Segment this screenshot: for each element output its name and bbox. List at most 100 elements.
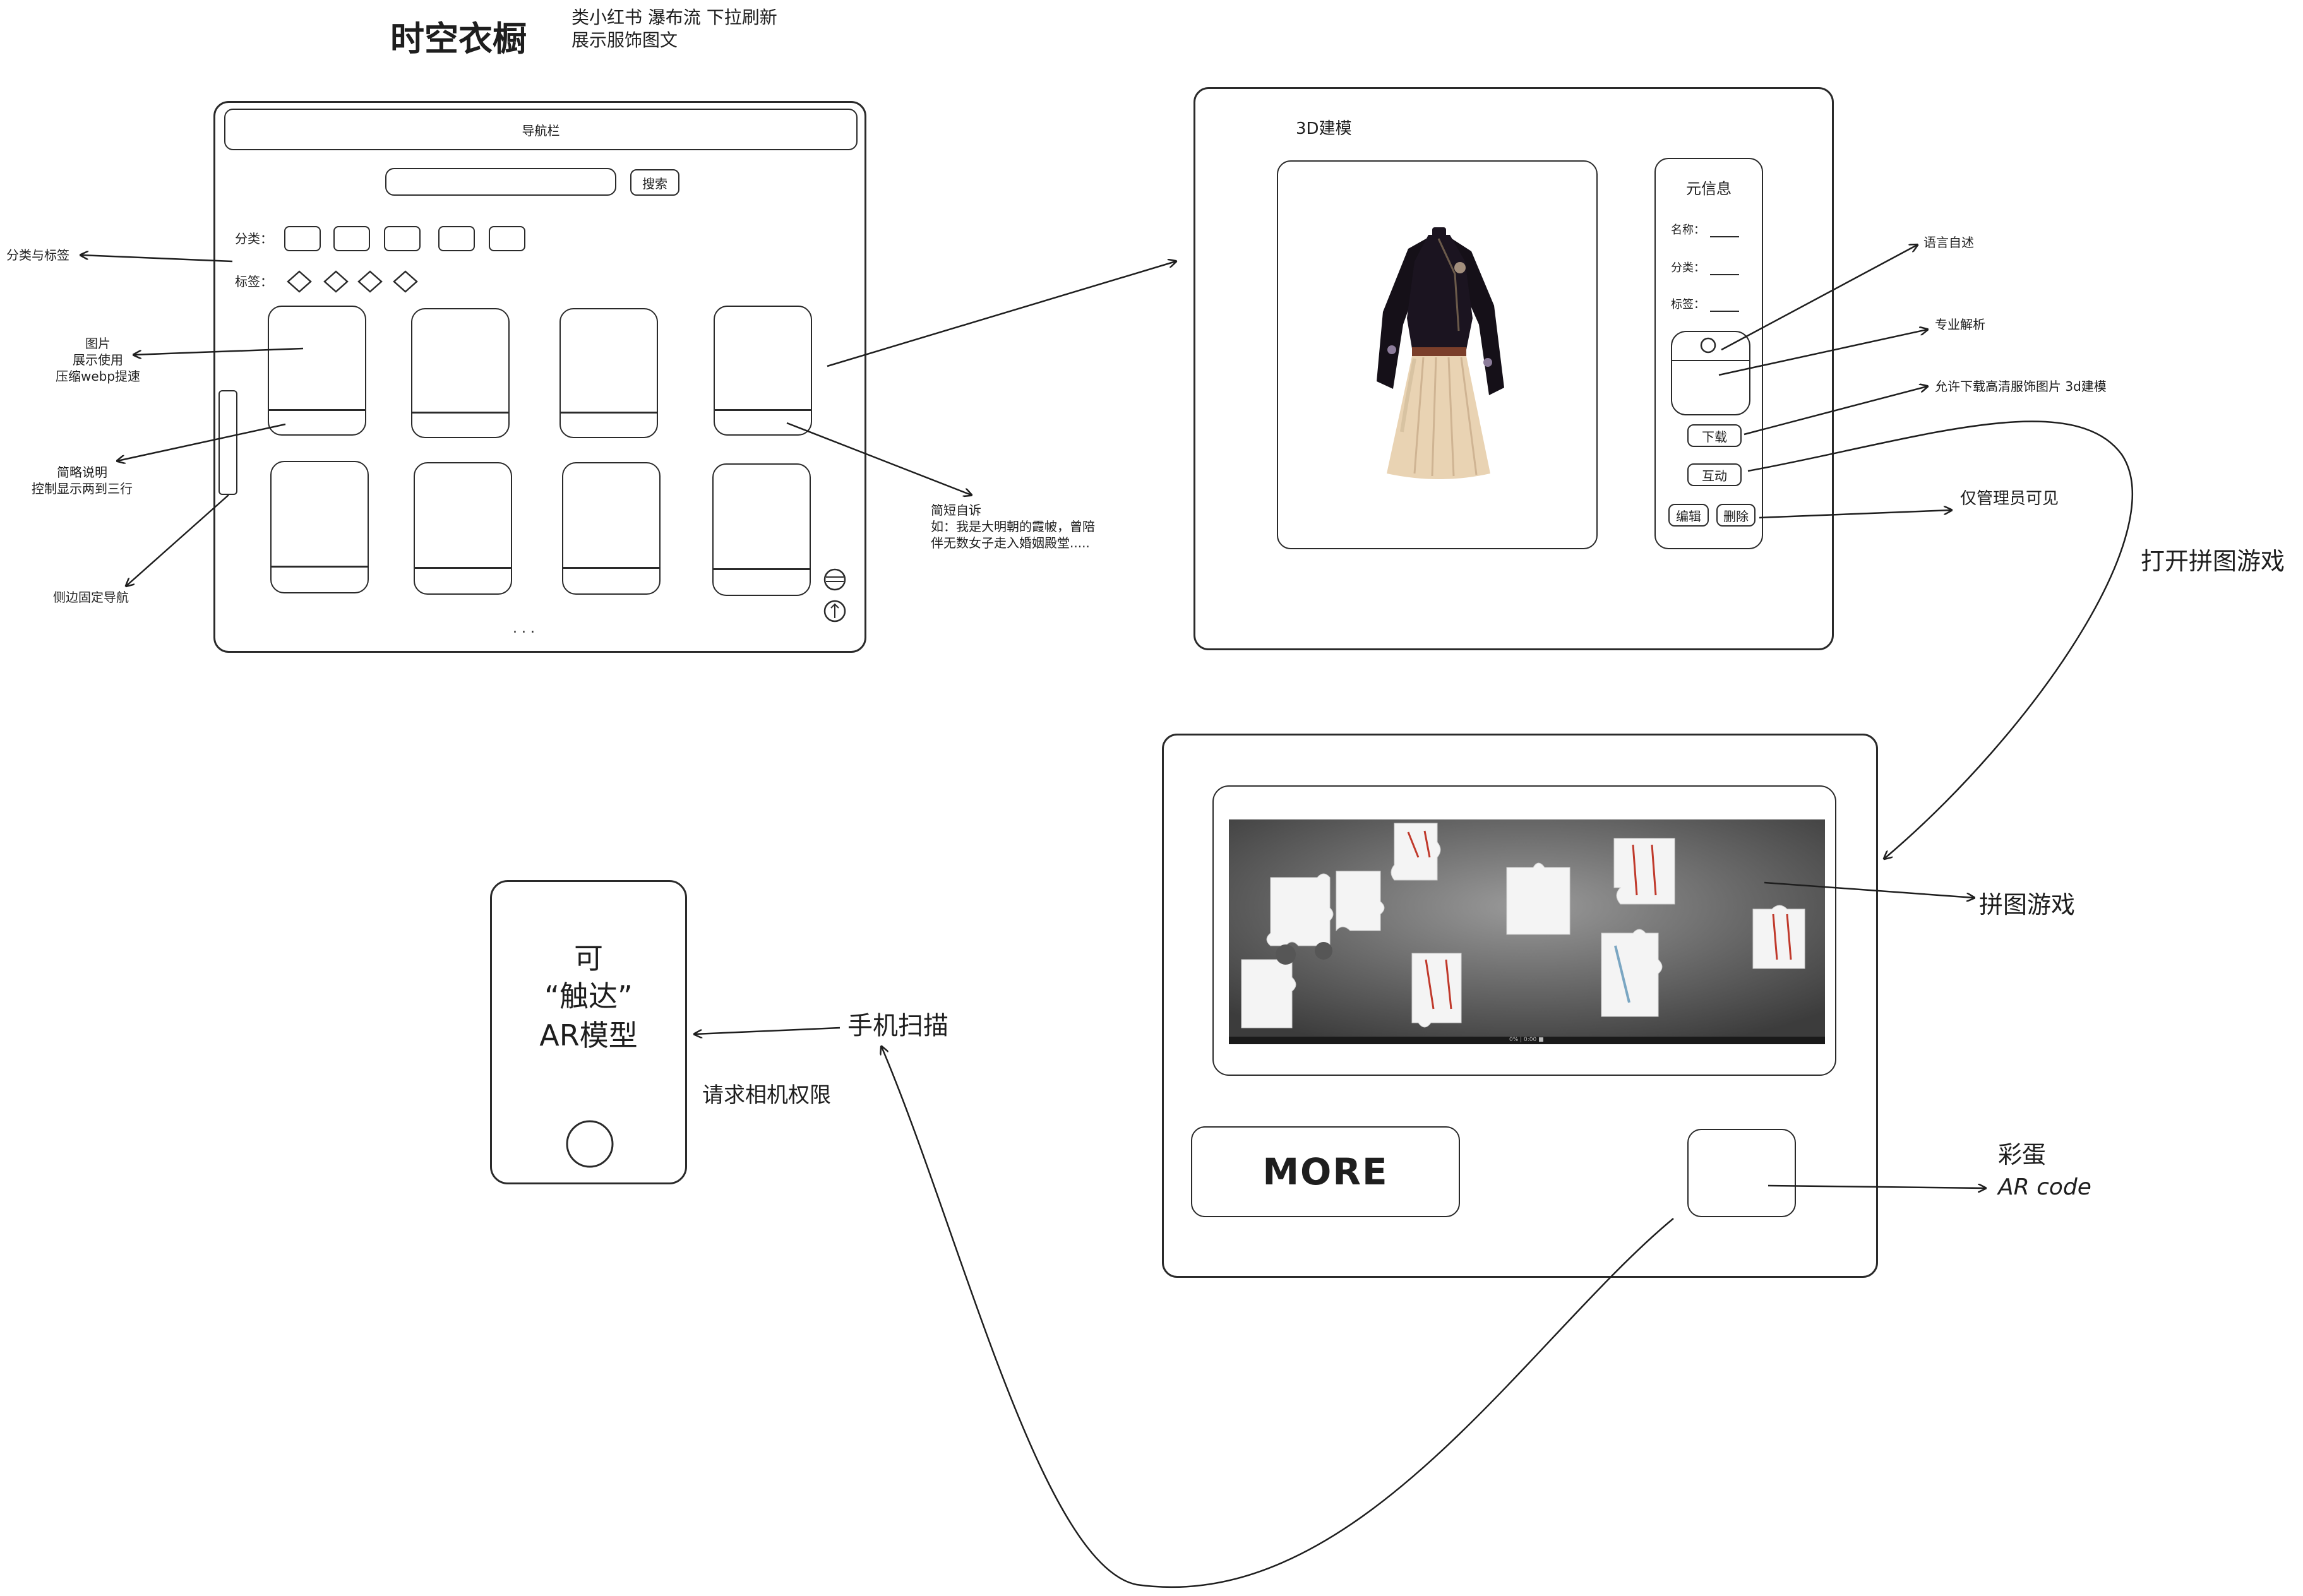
category-chip-1[interactable] — [284, 226, 321, 251]
arrow-to-detail — [827, 261, 1176, 367]
meta-field-name-line — [1710, 236, 1739, 237]
easter-egg-annotation: 彩蛋 — [1998, 1141, 2047, 1169]
menu-icon[interactable] — [822, 567, 847, 592]
feed-card[interactable] — [714, 306, 812, 436]
tag-diamond-2 — [323, 270, 349, 293]
category-tag-annotation: 分类与标签 — [6, 247, 69, 263]
puzzle-annotation: 拼图游戏 — [1979, 891, 2076, 919]
hanfu-piece-patterns — [1407, 830, 1792, 1009]
category-chip-3[interactable] — [384, 226, 421, 251]
edit-button[interactable]: 编辑 — [1668, 504, 1709, 527]
arrow-brief — [117, 423, 286, 461]
brief-annotation-line-2: 控制显示两到三行 — [32, 481, 133, 496]
side-fixed-nav[interactable] — [218, 390, 237, 495]
puzzle-screen-frame — [1162, 734, 1878, 1278]
ar-code-button[interactable] — [1687, 1129, 1796, 1217]
image-annotation-line-3: 压缩webp提速 — [55, 369, 141, 384]
phone-text-line-3: AR模型 — [539, 1018, 638, 1052]
feed-card[interactable] — [559, 308, 658, 438]
voice-player[interactable] — [1671, 331, 1750, 415]
interact-button-label: 互动 — [1702, 468, 1727, 484]
arrow-puzzle — [1764, 881, 1974, 898]
arrow-ar-code — [1768, 1186, 1985, 1188]
feed-card[interactable] — [411, 308, 510, 438]
feed-card[interactable] — [414, 462, 512, 595]
arrow-scan-to-phone — [695, 1027, 840, 1034]
open-puzzle-annotation: 打开拼图游戏 — [2141, 547, 2285, 575]
image-annotation-line-1: 图片 — [85, 336, 111, 351]
category-chip-5[interactable] — [489, 226, 525, 251]
title-note-line-1: 类小红书 瀑布流 下拉刷新 — [571, 7, 777, 28]
phone-home-button[interactable] — [565, 1119, 615, 1169]
edit-button-label: 编辑 — [1676, 508, 1701, 524]
hanfu-garment-image — [1377, 227, 1504, 479]
voice-annotation: 语言自述 — [1923, 235, 1974, 250]
load-more-indicator: . . . — [513, 621, 535, 636]
search-button-label: 搜索 — [642, 176, 667, 191]
phone-frame — [490, 880, 687, 1184]
hanfu-piece-blue — [1614, 945, 1630, 1003]
analysis-annotation: 专业解析 — [1935, 317, 1985, 332]
download-button[interactable]: 下载 — [1687, 424, 1742, 447]
feed-card[interactable] — [270, 461, 369, 593]
more-button[interactable]: MORE — [1191, 1126, 1460, 1217]
arrow-ar-to-scan — [882, 1047, 1674, 1588]
puzzle-player-status: 0% | 0:00 ■ — [1509, 1037, 1544, 1043]
arrow-side-nav — [126, 494, 229, 586]
arrow-open-puzzle — [1747, 420, 2133, 859]
title-note-line-2: 展示服饰图文 — [571, 30, 678, 51]
meta-field-tag-line — [1710, 311, 1739, 312]
arrow-voice — [1721, 245, 1917, 351]
feed-card[interactable] — [268, 306, 366, 436]
detail-screen-frame — [1193, 87, 1834, 650]
tag-label: 标签： — [235, 274, 273, 289]
tag-diamond-3 — [357, 270, 383, 293]
feed-card[interactable] — [562, 462, 661, 595]
camera-annotation: 请求相机权限 — [702, 1083, 831, 1108]
download-annotation: 允许下载高清服饰图片 3d建模 — [1935, 379, 2107, 394]
arrow-card — [786, 422, 971, 495]
tag-diamond-4 — [393, 270, 418, 293]
brief-annotation-line-1: 简略说明 — [57, 465, 107, 480]
meta-field-category-line — [1710, 274, 1739, 275]
download-button-label: 下载 — [1702, 429, 1727, 444]
arrow-image — [134, 347, 304, 355]
search-button[interactable]: 搜索 — [630, 169, 679, 196]
voice-player-divider — [1671, 360, 1750, 361]
puzzle-piece — [1241, 823, 1805, 1028]
tag-diamond-1 — [287, 270, 312, 293]
meta-field-category: 分类： — [1671, 261, 1705, 275]
admin-annotation: 仅管理员可见 — [1960, 489, 2059, 508]
image-annotation-line-2: 展示使用 — [73, 352, 123, 367]
ar-code-annotation: AR code — [1998, 1174, 2091, 1200]
scan-annotation: 手机扫描 — [847, 1011, 948, 1040]
meta-field-name: 名称： — [1671, 223, 1705, 237]
interact-button[interactable]: 互动 — [1687, 463, 1742, 486]
delete-button-label: 删除 — [1723, 508, 1749, 524]
feed-card[interactable] — [712, 463, 811, 596]
navbar[interactable]: 导航栏 — [224, 109, 858, 150]
card-annotation-line-1: 简短自诉 — [931, 503, 981, 518]
card-annotation-line-3: 伴无数女子走入婚姻殿堂..... — [931, 535, 1090, 551]
search-input[interactable] — [385, 168, 616, 196]
back-to-top-icon[interactable] — [822, 598, 847, 624]
page-title: 时空衣橱 — [390, 19, 527, 59]
phone-text-line-1: 可 — [574, 941, 603, 975]
main-screen-frame — [213, 101, 866, 653]
arrow-admin — [1759, 510, 1951, 519]
category-chip-2[interactable] — [333, 226, 370, 251]
side-nav-annotation: 侧边固定导航 — [53, 590, 129, 605]
tag-diamonds — [287, 270, 418, 293]
arrow-category — [81, 255, 233, 263]
category-chip-4[interactable] — [438, 226, 475, 251]
puzzle-game-board[interactable] — [1229, 819, 1825, 1044]
meta-field-tag: 标签： — [1671, 298, 1705, 311]
play-dot-icon[interactable] — [1699, 336, 1718, 355]
card-annotation-line-2: 如：我是大明朝的霞帔，曾陪 — [931, 519, 1095, 534]
more-button-label: MORE — [1262, 1150, 1389, 1193]
model-label: 3D建模 — [1296, 119, 1352, 138]
delete-button[interactable]: 删除 — [1716, 504, 1756, 527]
navbar-label: 导航栏 — [522, 122, 560, 138]
arrow-analysis — [1718, 330, 1927, 376]
